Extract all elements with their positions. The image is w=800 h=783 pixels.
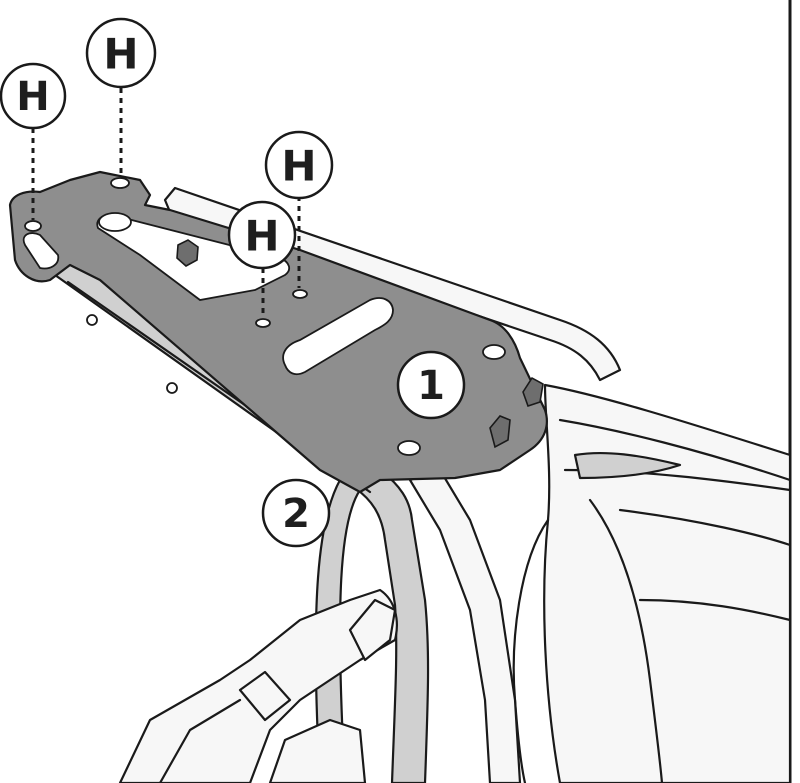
svg-text:H: H bbox=[103, 30, 138, 79]
svg-text:H: H bbox=[281, 142, 316, 191]
leader-lines bbox=[31, 88, 301, 318]
lower-bracket bbox=[118, 588, 398, 783]
callout-h-top-left: H bbox=[0, 62, 67, 130]
callout-part-1: 1 bbox=[396, 350, 466, 420]
svg-text:2: 2 bbox=[282, 491, 310, 537]
svg-text:H: H bbox=[16, 74, 49, 120]
callout-h-top: H bbox=[85, 17, 157, 89]
svg-text:H: H bbox=[244, 212, 279, 261]
motorcycle-rear-body bbox=[512, 383, 792, 783]
callout-h-right-upper: H bbox=[264, 130, 334, 200]
callout-h-right-lower: H bbox=[227, 200, 297, 270]
svg-text:1: 1 bbox=[417, 363, 445, 409]
callout-part-2: 2 bbox=[261, 478, 331, 548]
